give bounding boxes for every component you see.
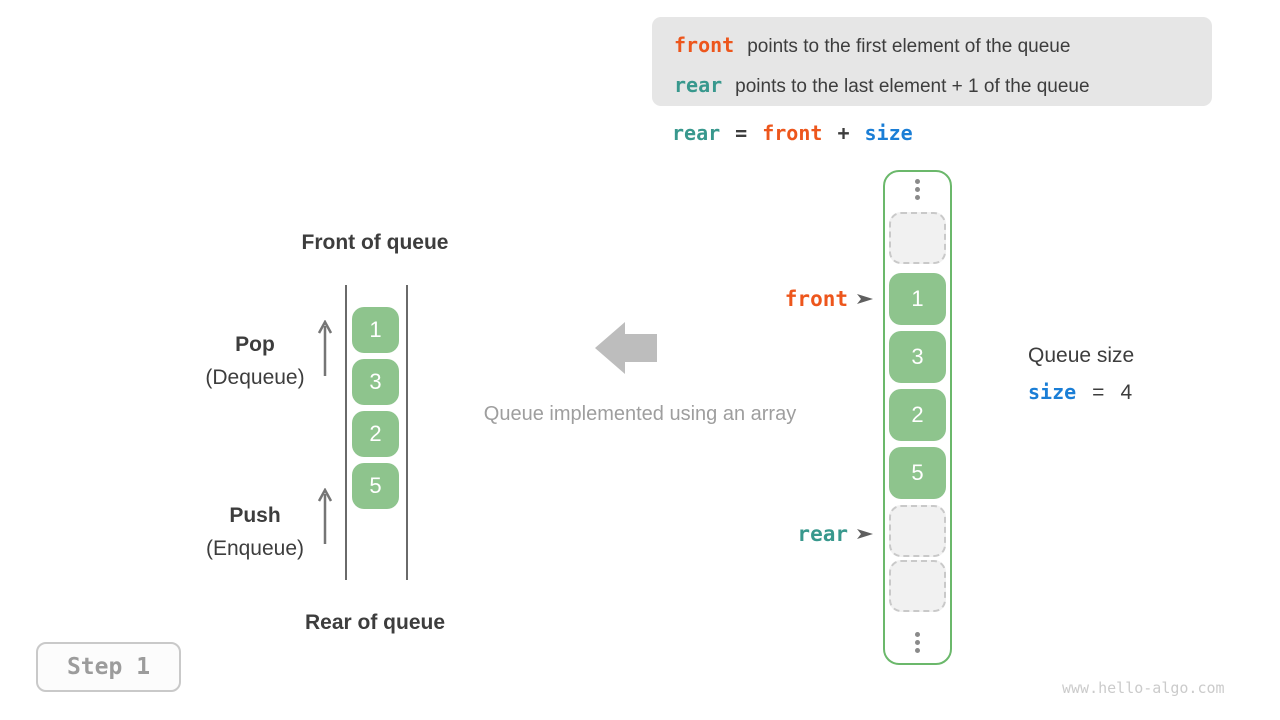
stack-value-cell: 5 [352, 463, 399, 509]
formula: rear = front + size [672, 121, 913, 145]
formula-front: front [762, 121, 823, 145]
center-caption: Queue implemented using an array [483, 403, 797, 425]
step-badge: Step 1 [36, 642, 181, 692]
size-value: 4 [1120, 381, 1133, 404]
front-of-queue-label: Front of queue [301, 231, 449, 254]
size-keyword: size [1028, 380, 1077, 404]
step-label: Step 1 [66, 654, 151, 680]
array-cell-value: 5 [889, 447, 946, 499]
push-label-group: Push (Enqueue) [180, 504, 330, 561]
pop-arrow-up-icon [317, 320, 333, 376]
formula-equals: = [735, 121, 748, 145]
stack-value-cell: 1 [352, 307, 399, 353]
ellipsis-icon [883, 632, 952, 653]
legend-rear-text: points to the last element + 1 of the qu… [735, 76, 1090, 97]
size-equals: = [1092, 381, 1105, 404]
pointer-arrow-icon [857, 294, 873, 304]
push-title: Push [229, 504, 281, 527]
front-pointer: front [695, 287, 875, 311]
rear-pointer: rear [695, 522, 875, 546]
pop-title: Pop [235, 333, 275, 356]
pointer-arrow-icon [857, 529, 873, 539]
legend-box: front points to the first element of the… [652, 17, 1212, 106]
formula-size: size [864, 121, 913, 145]
rear-pointer-label: rear [797, 522, 848, 546]
array-cell-empty [889, 505, 946, 557]
formula-plus: + [837, 121, 850, 145]
stack-wall-left [345, 285, 347, 580]
array-cell-value: 2 [889, 389, 946, 441]
push-arrow-up-icon [317, 488, 333, 544]
array-cell-empty [889, 560, 946, 612]
array-cell-value: 1 [889, 273, 946, 325]
big-arrow-left-icon [595, 322, 657, 374]
pop-subtitle: (Dequeue) [205, 366, 305, 389]
queue-size-value-line: size = 4 [1028, 380, 1132, 405]
rear-keyword: rear [674, 73, 723, 97]
formula-rear: rear [672, 121, 721, 145]
ellipsis-icon [883, 179, 952, 200]
front-pointer-label: front [784, 287, 848, 311]
pop-label-group: Pop (Dequeue) [180, 333, 330, 390]
stack-value-cell: 2 [352, 411, 399, 457]
rear-of-queue-label: Rear of queue [304, 611, 446, 634]
queue-size-label: Queue size [1028, 344, 1135, 367]
array-cell-empty [889, 212, 946, 264]
legend-front-text: points to the first element of the queue [747, 36, 1071, 57]
legend-line-front: front points to the first element of the… [674, 30, 1190, 62]
array-cell-value: 3 [889, 331, 946, 383]
front-keyword: front [674, 33, 735, 57]
stack-value-cell: 3 [352, 359, 399, 405]
stack-wall-right [406, 285, 408, 580]
legend-line-rear: rear points to the last element + 1 of t… [674, 70, 1190, 102]
push-subtitle: (Enqueue) [205, 537, 305, 560]
watermark: www.hello-algo.com [1062, 679, 1225, 697]
